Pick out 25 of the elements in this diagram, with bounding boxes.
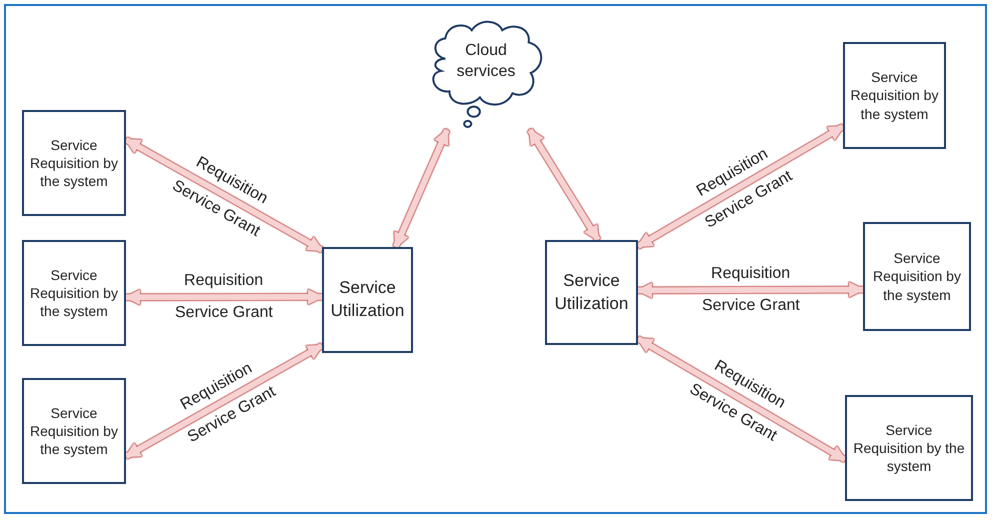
double-arrow [636, 336, 847, 462]
node-label: Service Requisition by the system [29, 136, 119, 190]
utilization-box [545, 240, 638, 345]
node-label: Service Requisition by the system [850, 68, 940, 123]
double-arrow [636, 124, 845, 249]
node-label: Service Utilization [330, 277, 406, 322]
double-arrow [124, 137, 324, 253]
double-arrow [527, 128, 601, 242]
requisition-box [863, 222, 971, 331]
requisition-box [22, 378, 126, 484]
node-label: Cloud services [456, 41, 516, 82]
requisition-box [22, 240, 126, 346]
requisition-box [22, 110, 126, 216]
node-label: Service Requisition by the system [872, 249, 962, 304]
requisition-box [845, 395, 973, 501]
node-label: Service Requisition by the system [852, 420, 966, 476]
node-label: Service Requisition by the system [29, 266, 119, 320]
double-arrow [124, 342, 324, 460]
double-arrow [636, 282, 865, 298]
utilization-box [322, 247, 413, 353]
double-arrow [124, 289, 324, 305]
node-label: Service Utilization [554, 270, 630, 314]
double-arrow [392, 128, 450, 248]
requisition-box [843, 42, 946, 149]
node-label: Service Requisition by the system [29, 404, 119, 458]
